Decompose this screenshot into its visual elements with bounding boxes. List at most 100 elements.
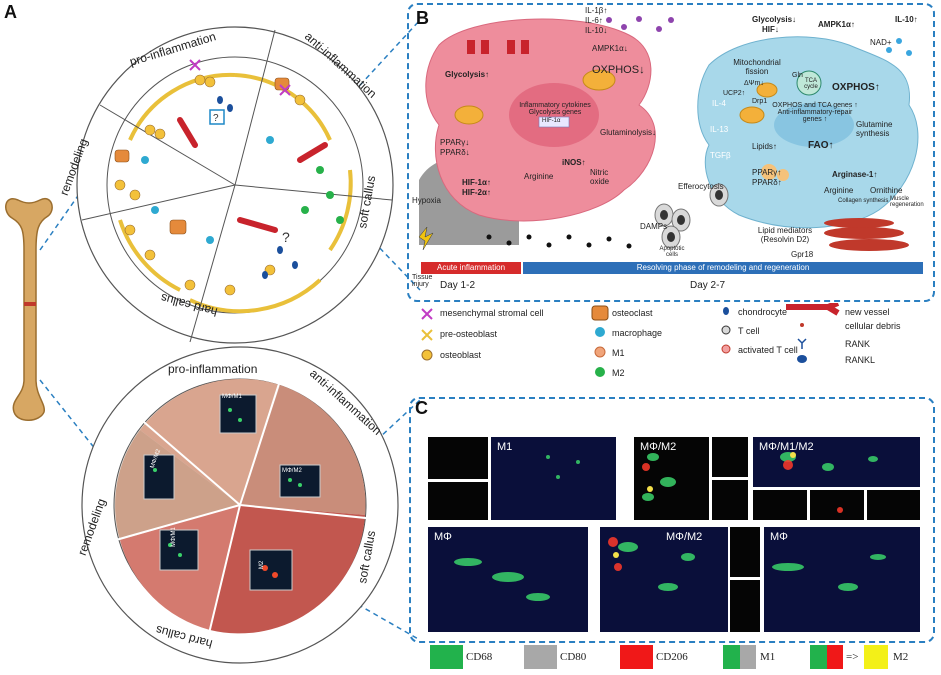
panel-b-cells: [418, 16, 919, 251]
inset-label-4: MΦ/M1: [170, 527, 177, 547]
b-arrow-tgfb: TGFβ: [710, 151, 731, 160]
micro-m1-main: M1: [491, 437, 616, 520]
legend-t-cell: T cell: [738, 326, 760, 336]
b-inos: iNOS↑: [562, 158, 586, 167]
acute-inflammation-banner: Acute inflammation: [421, 262, 521, 274]
micro-mphi-m1-m2: MΦ/M1/M2: [753, 437, 920, 487]
micro-cell-signals: [454, 452, 886, 601]
b-ampk-down: AMPK1α↓: [592, 44, 628, 53]
swatch-m1-green: [723, 645, 740, 669]
inset-label-5: M2: [259, 560, 266, 570]
swatch-m2-red: [827, 645, 843, 669]
b-hif2a-up: HIF-2α↑: [462, 188, 491, 197]
b-tissue-injury: Tissue injury: [412, 274, 433, 288]
b-nad: NAD+: [870, 38, 892, 47]
b-ampk-up: AMPK1α↑: [818, 20, 855, 29]
b-damps: DAMPs: [640, 222, 668, 231]
micro-mphi-m2-bottom-side-2: [730, 580, 760, 632]
b-cytokine-3: IL-10↓: [585, 26, 608, 35]
b-arrow-il4: IL-4: [712, 99, 726, 108]
b-glycolysis-down: Glycolysis↓: [752, 15, 797, 24]
b-hif-down: HIF↓: [762, 25, 779, 34]
b-oxphos-up: OXPHOS↑: [832, 82, 880, 93]
micro-m1-inset-top: [428, 437, 488, 479]
swatch-m2-yellow: [864, 645, 888, 669]
b-gln: Gln: [792, 72, 803, 79]
b-nitric-oxide: Nitric oxide: [590, 168, 610, 186]
panel-c-letter: C: [415, 398, 428, 418]
b-muscle-regen: Muscle regeneration: [890, 196, 924, 208]
stain-arrow: =>: [846, 651, 859, 663]
swatch-cd68: [430, 645, 463, 669]
legend-pre-osteoblast: pre-osteoblast: [440, 329, 498, 339]
b-ucp2: UCP2↑: [723, 90, 746, 97]
panel-b-letter: B: [416, 8, 429, 28]
b-hif1a-box: HIF-1α: [542, 118, 561, 124]
upper-wheel-diagram: ? ?: [76, 26, 394, 344]
micro-mphi-m1-m2-ch2: [810, 490, 864, 520]
legend-macrophage: macrophage: [612, 328, 663, 338]
stain-label-cd68: CD68: [466, 651, 493, 663]
svg-text:?: ?: [213, 113, 219, 124]
femur-bone-illustration: [5, 197, 53, 421]
micro-label-mphi-m1-m2: MΦ/M1/M2: [759, 441, 814, 453]
b-ppar-gamma-up: PPARγ↑: [752, 168, 782, 177]
b-nucleus-label: Inflammatory cytokines Glycolysis genes: [519, 102, 591, 116]
b-cytokine-2: IL-6↑: [585, 16, 603, 25]
micro-mphi-bottom-right: MΦ: [764, 527, 920, 632]
swatch-m1-grey: [740, 645, 756, 669]
micro-mphi-m1-m2-ch3: [867, 490, 920, 520]
b-genes: OXPHOS and TCA genes ↑ Anti-inflammatory…: [772, 102, 858, 123]
b-ppar-delta-down: PPARδ↓: [440, 148, 470, 157]
micro-mphi-m2-side-1: [712, 437, 748, 477]
inset-label-1: MΦ/M1: [222, 394, 242, 400]
panel-b-frame: [407, 3, 935, 302]
stain-label-cd206: CD206: [656, 651, 688, 663]
legend-rank: RANK: [845, 339, 871, 349]
b-efferocytosis: Efferocytosis: [678, 182, 724, 191]
b-mito-fission: Mitochondrial fission: [733, 58, 781, 76]
micro-label-m1: M1: [497, 441, 513, 453]
legend-new-vessel: new vessel: [845, 307, 890, 317]
b-ornithine: Ornithine: [870, 186, 903, 195]
b-ppar-gamma-down: PPARγ↓: [440, 138, 470, 147]
inset-label-2: MΦ/M2: [282, 468, 302, 474]
lower-wheel-histology: [81, 346, 399, 664]
panel-a-letter: A: [4, 2, 17, 22]
b-arrow-il13: IL-13: [710, 125, 729, 134]
b-tca-cycle: TCA cycle: [804, 78, 818, 90]
b-hypoxia: Hypoxia: [412, 196, 441, 205]
legend-activated-t-cell: activated T cell: [738, 345, 798, 355]
swatch-cd206: [620, 645, 653, 669]
micro-mphi-m1-m2-ch1: [753, 490, 807, 520]
b-glutaminolysis: Glutaminolysis↓: [600, 128, 657, 137]
b-arginine-left: Arginine: [524, 172, 554, 181]
b-ppar-delta-up: PPARδ↑: [752, 178, 782, 187]
b-dpsi: ΔΨm↓: [744, 80, 764, 87]
micro-label-mphi-1: MΦ: [434, 531, 452, 543]
b-oxphos-down: OXPHOS↓: [592, 64, 645, 76]
lower-wheel-label-pro-inflammation: pro-inflammation: [168, 362, 258, 376]
b-arginase: Arginase-1↑: [832, 170, 878, 179]
b-il10-up: IL-10↑: [895, 15, 918, 24]
b-lipids: Lipids↑: [752, 142, 777, 151]
day-2-7-label: Day 2-7: [690, 280, 726, 291]
b-arginine-right: Arginine: [824, 186, 854, 195]
b-hif1a-up: HIF-1α↑: [462, 178, 491, 187]
b-fao: FAO↑: [808, 140, 834, 151]
legend-chondrocyte: chondrocyte: [738, 307, 788, 317]
swatch-m2-green: [810, 645, 827, 669]
micro-mphi-m2-side-2: [712, 480, 748, 520]
stain-label-m2: M2: [893, 651, 909, 663]
legend-msc: mesenchymal stromal cell: [440, 308, 544, 318]
b-collagen: Collagen synthesis: [838, 198, 889, 204]
b-drp1: Drp1: [752, 98, 768, 105]
resolving-phase-banner: Resolving phase of remodeling and regene…: [523, 262, 923, 274]
micro-label-mphi-m2-bottom: MΦ/M2: [666, 531, 703, 543]
legend-cellular-debris: cellular debris: [845, 321, 901, 331]
b-lipid-mediators: Lipid mediators (Resolvin D2): [757, 226, 813, 244]
b-cytokine-1: IL-1β↑: [585, 6, 608, 15]
micro-label-mphi-2: MΦ: [770, 531, 788, 543]
panel-c-frame: [409, 397, 935, 643]
svg-text:?: ?: [282, 229, 290, 245]
